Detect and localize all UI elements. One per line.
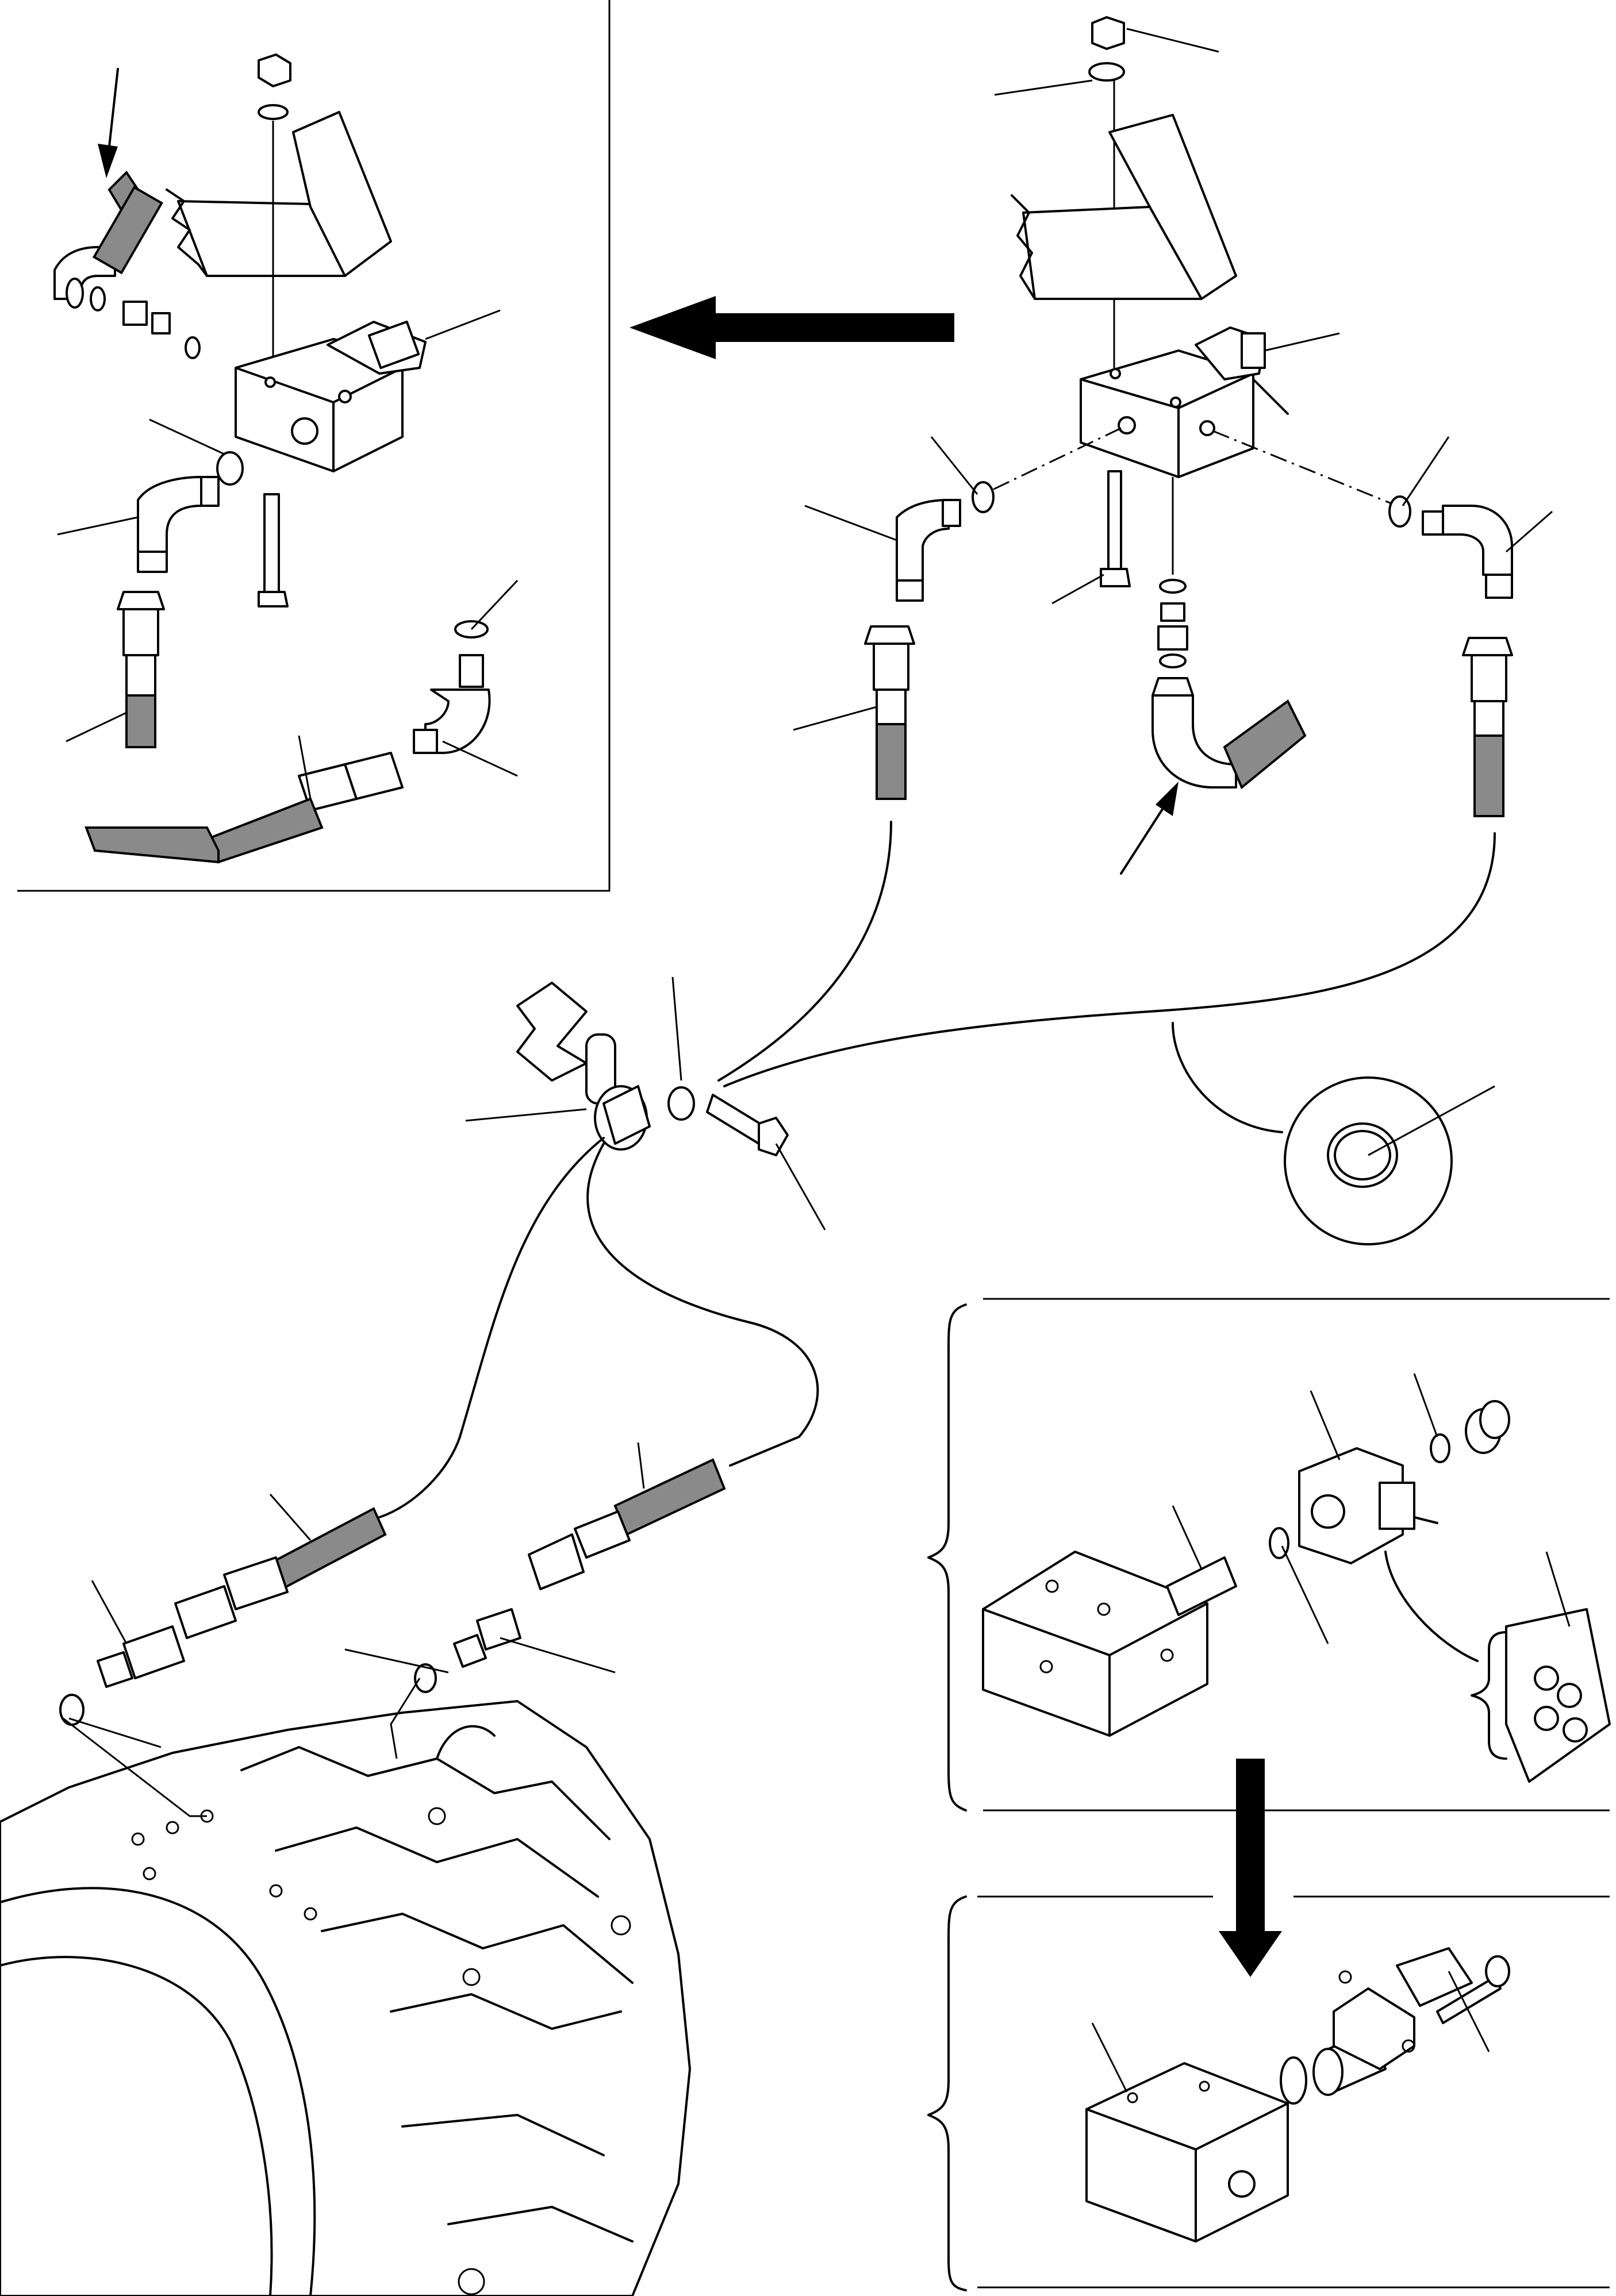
callout-c30 — [1413, 1373, 1438, 1437]
callout-c21 — [269, 1494, 312, 1541]
callout-c23 — [91, 1580, 128, 1644]
callout-c6 — [442, 740, 518, 777]
callout-c18 — [671, 976, 682, 1081]
callout-c1 — [425, 309, 501, 340]
variant-panel-1 — [927, 1298, 1611, 1812]
callout-c24 — [68, 1717, 162, 1748]
direction-arrow-down — [1219, 1759, 1282, 1977]
callout-c31 — [1172, 1505, 1203, 1570]
callout-c17 — [1368, 1085, 1495, 1156]
callout-c19 — [465, 1108, 587, 1122]
callout-c34 — [1091, 2022, 1128, 2093]
callout-c7 — [298, 735, 312, 799]
callout-c4 — [66, 712, 127, 743]
inset-frame — [17, 0, 611, 892]
callout-c9 — [994, 79, 1093, 96]
callout-c29 — [1310, 1390, 1341, 1460]
callout-c5 — [470, 579, 519, 630]
callout-c12 — [804, 505, 897, 541]
inset-assembly — [53, 53, 491, 864]
callout-c25 — [344, 1648, 449, 1674]
variant-panel-2 — [927, 1895, 1610, 2291]
main-valve-assembly — [864, 16, 1513, 875]
callout-leaders — [57, 28, 1571, 2093]
callout-c32 — [1281, 1545, 1329, 1644]
callout-c8 — [1126, 28, 1219, 53]
callout-c15 — [1402, 436, 1450, 506]
callout-c35 — [1448, 1971, 1490, 2052]
callout-c3 — [57, 516, 139, 536]
callout-c10 — [1264, 332, 1340, 352]
callout-c33 — [1545, 1551, 1571, 1627]
callout-c14 — [793, 706, 877, 731]
callout-c28 — [390, 1678, 421, 1759]
callout-c20 — [775, 1143, 826, 1230]
callout-c16 — [1506, 510, 1553, 553]
callout-c2 — [149, 418, 225, 455]
callout-c11 — [930, 436, 978, 495]
callout-c22 — [637, 1442, 645, 1489]
callout-c27 — [63, 1717, 207, 1817]
callout-c13 — [1051, 574, 1104, 605]
hose-routing — [59, 821, 1496, 1726]
transmission-housing — [0, 1700, 691, 2296]
callout-c26 — [500, 1637, 616, 1674]
direction-arrow-left — [629, 296, 954, 359]
